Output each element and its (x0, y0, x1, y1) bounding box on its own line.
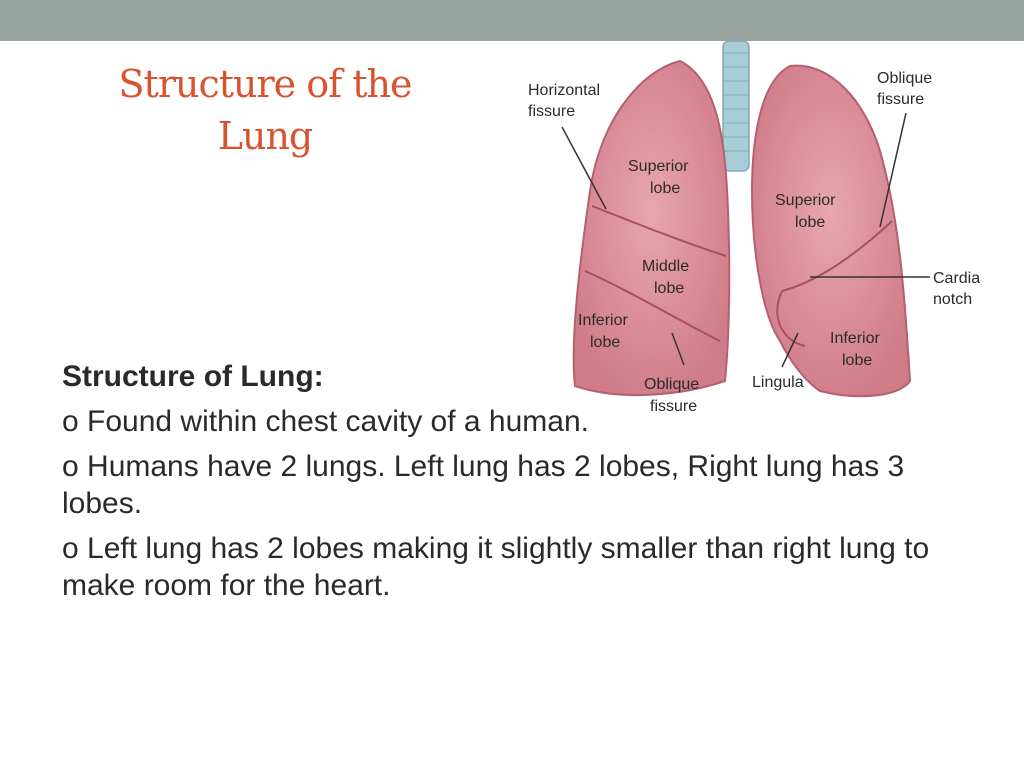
label-superior-lobe-left-2: lobe (650, 180, 680, 197)
label-inferior-lobe-right-2: lobe (842, 352, 872, 369)
bullet-text: Left lung has 2 lobes making it slightly… (62, 532, 930, 602)
oblique-fissure-right-lung (584, 270, 721, 342)
label-cardiac-notch-2: notch (933, 291, 972, 308)
label-inferior-lobe-left-2: lobe (590, 334, 620, 351)
label-middle-lobe-2: lobe (654, 280, 684, 297)
label-superior-lobe-right-1: Superior (775, 192, 836, 209)
bullet-item: o Humans have 2 lungs. Left lung has 2 l… (62, 448, 942, 522)
slide-body: Structure of Lung: o Found within chest … (62, 358, 942, 612)
label-superior-lobe-left-1: Superior (628, 158, 689, 175)
label-oblique-fissure-bottom-2: fissure (650, 398, 697, 415)
leader-oblique-fissure-right (879, 112, 907, 228)
title-line-1: Structure of the (118, 62, 413, 106)
slide-title: Structure of the Lung (40, 58, 490, 162)
label-horizontal-fissure-1: Horizontal (528, 82, 600, 99)
trachea (722, 41, 750, 172)
cardiac-notch-outline (776, 290, 806, 347)
label-cardiac-notch-1: Cardiac (933, 270, 980, 287)
title-line-2: Lung (217, 114, 314, 158)
label-middle-lobe-1: Middle (642, 258, 689, 275)
label-inferior-lobe-right-1: Inferior (830, 330, 880, 347)
leader-lingula (781, 332, 799, 368)
lung-diagram: Horizontal fissure Oblique fissure Super… (520, 41, 980, 421)
oblique-fissure-left-lung (781, 220, 893, 292)
label-oblique-fissure-right-2: fissure (877, 91, 924, 108)
leader-oblique-fissure-bottom (671, 332, 685, 366)
label-superior-lobe-right-2: lobe (795, 214, 825, 231)
section-heading: Structure of Lung: (62, 360, 324, 393)
right-lung (572, 59, 731, 397)
bullet-marker: o (62, 450, 79, 483)
label-lingula: Lingula (752, 374, 804, 391)
horizontal-fissure-line (591, 205, 727, 257)
bullet-text: Humans have 2 lungs. Left lung has 2 lob… (62, 450, 905, 520)
label-inferior-lobe-left-1: Inferior (578, 312, 628, 329)
bullet-marker: o (62, 405, 79, 438)
bullet-text: Found within chest cavity of a human. (87, 405, 589, 438)
bullet-marker: o (62, 532, 79, 565)
label-oblique-fissure-right-1: Oblique (877, 70, 932, 87)
leader-horizontal-fissure (561, 126, 607, 210)
top-band (0, 0, 1024, 41)
left-lung (750, 64, 912, 398)
bullet-item: o Left lung has 2 lobes making it slight… (62, 530, 942, 604)
label-horizontal-fissure-2: fissure (528, 103, 575, 120)
label-oblique-fissure-bottom-1: Oblique (644, 376, 699, 393)
bullet-item: o Found within chest cavity of a human. (62, 403, 942, 440)
